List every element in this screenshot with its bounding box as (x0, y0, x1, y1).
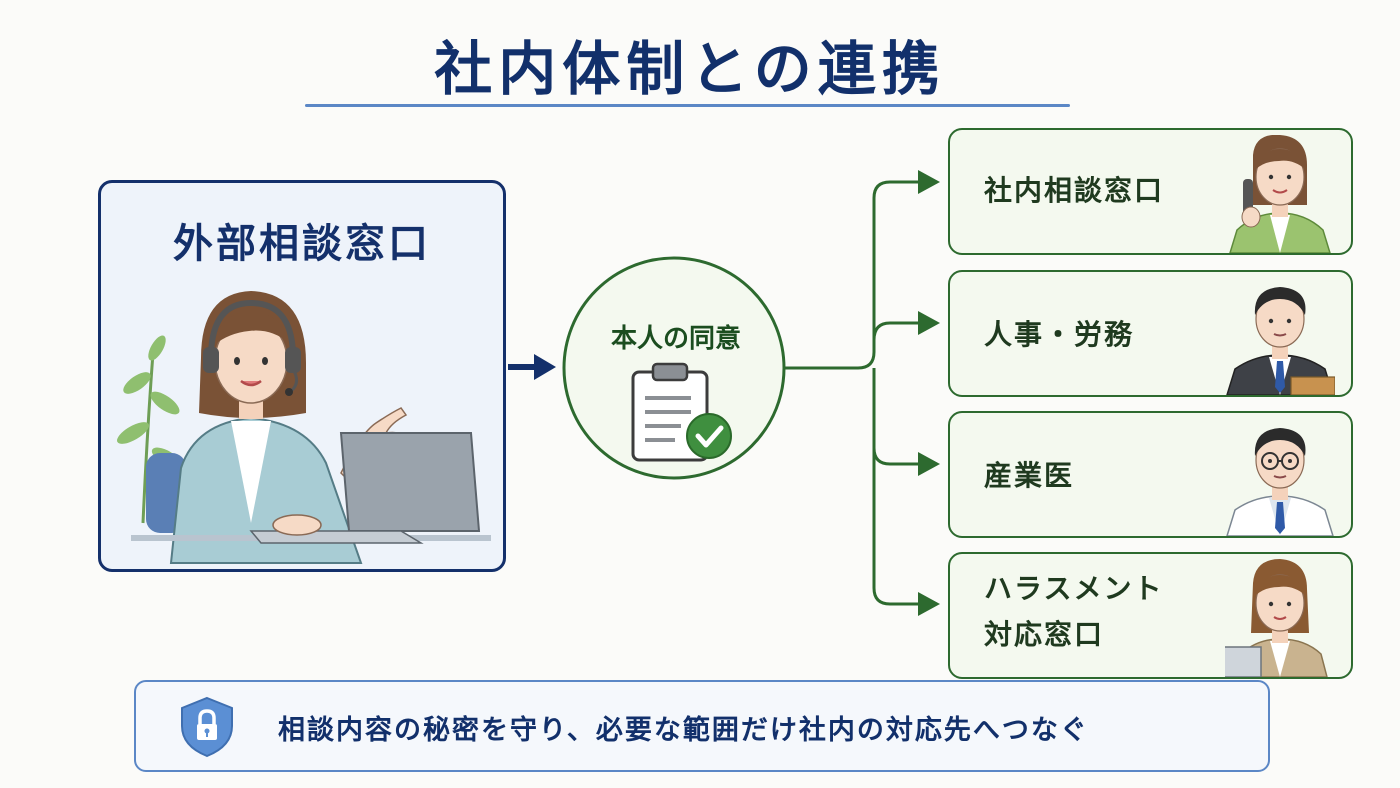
title-underline (305, 104, 1070, 107)
target-harassment-desk: ハラスメント 対応窓口 (948, 552, 1353, 679)
doctor-icon (1226, 428, 1334, 536)
target-hr-labor: 人事・労務 (948, 270, 1353, 397)
woman-on-phone-icon (1229, 135, 1331, 253)
target-internal-consultation: 社内相談窓口 (948, 128, 1353, 255)
clipboard-check-icon (631, 362, 732, 462)
target-label-line-2: 対応窓口 (984, 618, 1105, 651)
confidentiality-text: 相談内容の秘密を守り、必要な範囲だけ社内の対応先へつなぐ (278, 715, 1089, 746)
arrow-head-2 (918, 311, 940, 335)
man-in-suit-icon (1226, 287, 1335, 395)
woman-with-laptop-icon (1225, 559, 1328, 677)
branch-arrows (784, 180, 920, 606)
target-label-line-1: ハラスメント (984, 572, 1164, 605)
confidentiality-note: 相談内容の秘密を守り、必要な範囲だけ社内の対応先へつなぐ (134, 680, 1270, 772)
target-label: 人事・労務 (984, 318, 1135, 351)
arrow-head-1 (918, 170, 940, 194)
external-consultation-box: 外部相談窓口 (98, 180, 506, 572)
target-occupational-physician: 産業医 (948, 411, 1353, 538)
target-label: 産業医 (984, 459, 1075, 492)
target-label: 社内相談窓口 (984, 174, 1165, 207)
consultant-illustration (117, 291, 491, 564)
arrow-to-consent (508, 354, 556, 380)
external-consultation-title: 外部相談窓口 (173, 221, 431, 267)
consent-label: 本人の同意 (610, 324, 741, 354)
arrow-head-3 (918, 452, 940, 476)
shield-lock-icon (181, 696, 233, 758)
page-title: 社内体制との連携 (434, 35, 946, 103)
arrow-head-4 (918, 592, 940, 616)
